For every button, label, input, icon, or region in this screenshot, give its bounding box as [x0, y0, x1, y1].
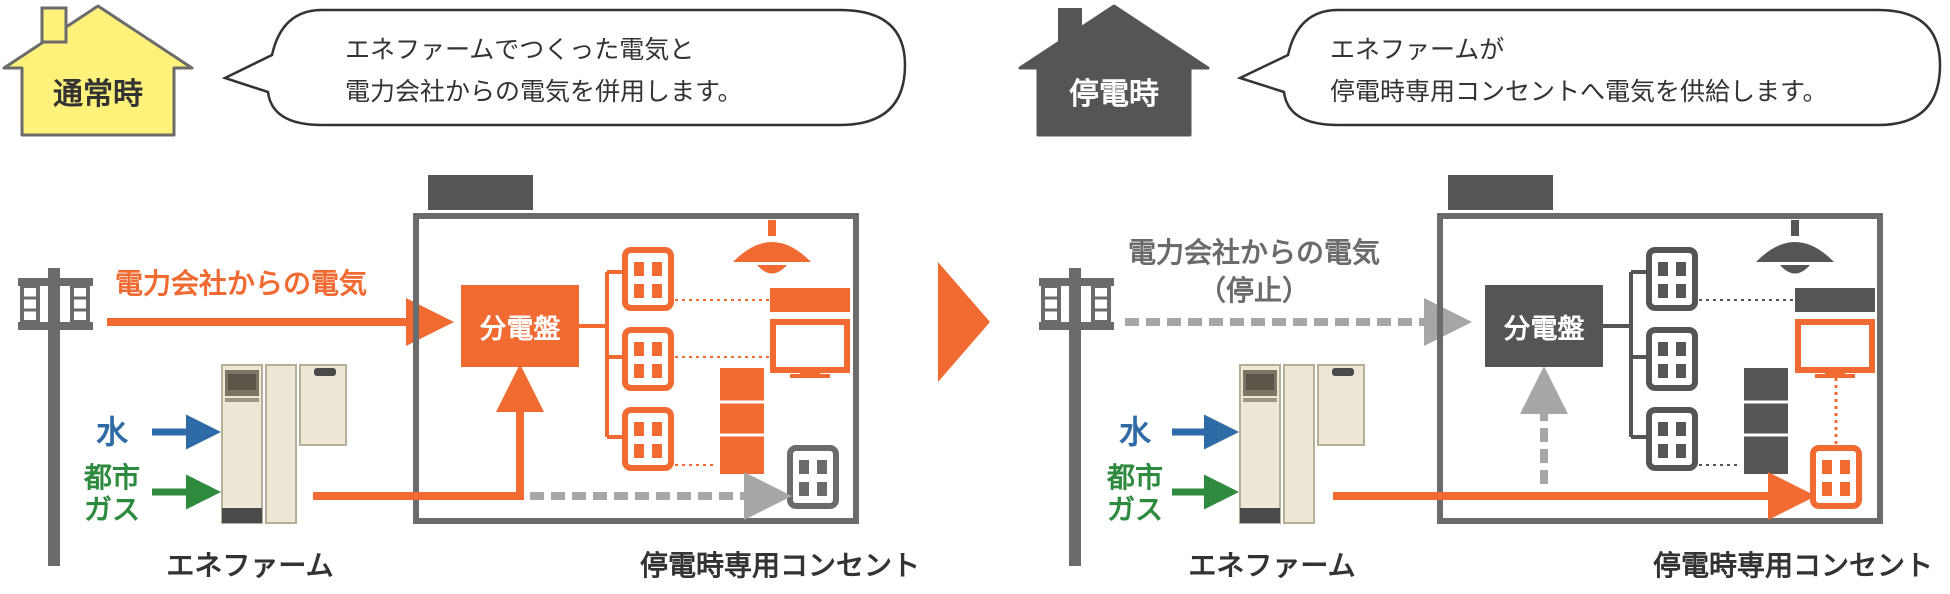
- outage-air-conditioner-icon: [1795, 288, 1875, 316]
- normal-speech-bubble: エネファームでつくった電気と 電力会社からの電気を併用します。: [221, 8, 907, 127]
- normal-air-conditioner-icon: [770, 288, 850, 316]
- outage-outlet-label: 停電時専用コンセント: [1653, 549, 1933, 582]
- outage-ceiling-lamp-icon: [1756, 220, 1834, 274]
- normal-badge-text: 通常時: [53, 77, 143, 112]
- outage-utility-pole: [1039, 268, 1114, 566]
- transition-arrow-icon: [938, 262, 990, 382]
- outage-outlet-2: [1646, 327, 1698, 391]
- normal-branch-wiring: [579, 270, 625, 439]
- outage-bubble-line2: 停電時専用コンセントへ電気を供給します。: [1330, 77, 1828, 106]
- normal-tv-icon: [770, 319, 850, 378]
- normal-enefarm-unit: [221, 364, 347, 524]
- normal-dotted-links: [675, 299, 770, 466]
- normal-gas-label-line1: 都市: [83, 461, 140, 494]
- normal-outlet-1: [622, 247, 674, 311]
- outage-refrigerator-icon: [1744, 368, 1788, 474]
- outage-enefarm-unit: [1239, 364, 1365, 524]
- outage-emergency-outlet: [1810, 445, 1862, 509]
- normal-ceiling-lamp-icon: [733, 220, 811, 274]
- normal-distribution-panel: [461, 285, 579, 367]
- outage-water-label: 水: [1119, 413, 1152, 451]
- outage-dotted-links: [1699, 299, 1795, 466]
- outage-branch-wiring: [1603, 270, 1649, 439]
- outage-tv-icon: [1795, 319, 1875, 378]
- normal-house-chimney: [428, 175, 533, 210]
- outage-grid-label-line1: 電力会社からの電気: [1128, 236, 1380, 269]
- normal-emergency-outlet: [787, 445, 839, 509]
- normal-house-frame: [413, 213, 859, 524]
- normal-enefarm-label: エネファーム: [166, 549, 333, 582]
- normal-refrigerator-icon: [720, 368, 764, 474]
- outage-bubble-line1: エネファームが: [1330, 35, 1504, 64]
- normal-outlet-label: 停電時専用コンセント: [640, 549, 920, 582]
- outage-panel-label: 分電盤: [1504, 314, 1586, 345]
- outage-outlet-1: [1646, 247, 1698, 311]
- outage-section: 停電時 エネファームが 停電時専用コンセントへ電気を供給します。 電力会社からの…: [1018, 4, 1942, 582]
- outage-enefarm-label: エネファーム: [1188, 549, 1355, 582]
- normal-water-label: 水: [96, 413, 129, 451]
- outage-grid-label-line2: （停止）: [1198, 274, 1310, 307]
- outage-house-badge: 停電時: [1018, 4, 1210, 137]
- outage-distribution-panel: [1485, 285, 1603, 367]
- normal-bubble-line2: 電力会社からの電気を併用します。: [345, 77, 743, 106]
- outage-badge-text: 停電時: [1069, 77, 1159, 112]
- outage-speech-bubble: エネファームが 停電時専用コンセントへ電気を供給します。: [1236, 8, 1942, 127]
- normal-enefarm-arrow: [313, 364, 544, 500]
- normal-gas-label-line2: ガス: [84, 493, 140, 526]
- normal-outlet-3: [622, 407, 674, 471]
- normal-outlet-2: [622, 327, 674, 391]
- outage-house-frame: [1437, 213, 1883, 524]
- normal-section: 通常時 エネファームでつくった電気と 電力会社からの電気を併用します。 電力会社…: [2, 4, 920, 582]
- normal-house-badge: 通常時: [2, 4, 194, 137]
- outage-house-chimney: [1448, 175, 1553, 210]
- normal-bubble-line1: エネファームでつくった電気と: [345, 35, 694, 64]
- normal-panel-label: 分電盤: [480, 314, 562, 345]
- normal-grid-label: 電力会社からの電気: [115, 267, 367, 300]
- outage-gas-label-line2: ガス: [1107, 493, 1163, 526]
- outage-outlet-3: [1646, 407, 1698, 471]
- normal-utility-pole: [18, 268, 93, 566]
- outage-gas-label-line1: 都市: [1106, 461, 1163, 494]
